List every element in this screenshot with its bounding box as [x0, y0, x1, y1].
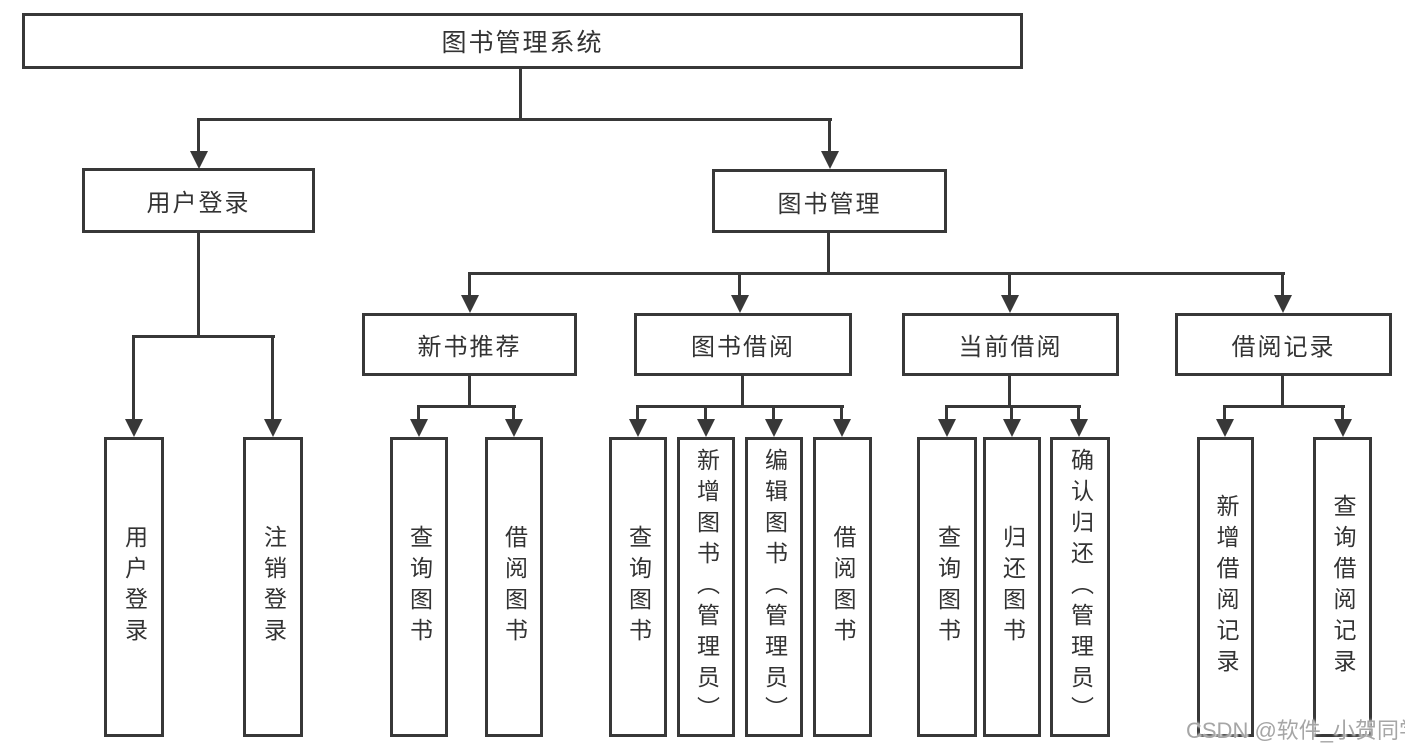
leaf-borrow-books-recommend-label: 借阅图书: [501, 525, 528, 649]
connector-new-book-recommendation-trunk: [468, 376, 471, 407]
leaf-confirm-return-admin-label: 确认归还（管理员）: [1067, 447, 1094, 727]
arrowhead-edit-books-admin-icon: [765, 419, 783, 437]
arrowhead-new-book-recommendation-icon: [461, 295, 479, 313]
leaf-borrow-books-recommend: 借阅图书: [485, 437, 543, 737]
arrowhead-logout-action-icon: [264, 419, 282, 437]
node-borrowing-records: 借阅记录: [1175, 313, 1392, 376]
connector-level3-bar: [468, 272, 1285, 275]
leaf-add-borrowing-record-label: 新增借阅记录: [1213, 494, 1239, 680]
connector-to-query-borrowing-record: [1341, 405, 1344, 419]
arrowhead-current-borrowing-icon: [1001, 295, 1019, 313]
connector-book-management-trunk: [827, 233, 830, 274]
node-current-borrowing-label: 当前借阅: [958, 334, 1063, 361]
node-user-login-label: 用户登录: [146, 190, 251, 217]
connector-to-confirm-return-admin: [1077, 405, 1080, 419]
node-user-login: 用户登录: [82, 168, 315, 233]
arrowhead-add-books-admin-icon: [697, 419, 715, 437]
leaf-query-books-recommend: 查询图书: [390, 437, 448, 737]
arrowhead-query-books-current-icon: [938, 419, 956, 437]
leaf-query-borrowing-record: 查询借阅记录: [1313, 437, 1372, 737]
connector-to-book-borrowing: [738, 272, 741, 295]
connector-to-new-book-recommendation: [468, 272, 471, 295]
connector-borrowing-records-bar: [1223, 405, 1345, 408]
connector-root-trunk: [519, 69, 522, 120]
arrowhead-add-borrowing-record-icon: [1216, 419, 1234, 437]
leaf-user-login-action: 用户登录: [104, 437, 164, 737]
node-current-borrowing: 当前借阅: [902, 313, 1119, 376]
leaf-edit-books-admin: 编辑图书（管理员）: [745, 437, 803, 737]
connector-to-user-login: [197, 118, 200, 151]
connector-to-borrowing-records: [1281, 272, 1284, 295]
arrowhead-borrowing-records-icon: [1274, 295, 1292, 313]
node-borrowing-records-label: 借阅记录: [1231, 334, 1336, 361]
node-book-borrowing-label: 图书借阅: [691, 334, 795, 361]
arrowhead-book-borrowing-icon: [731, 295, 749, 313]
leaf-borrow-books-borrowing-label: 借阅图书: [830, 525, 856, 649]
node-library-management-system: 图书管理系统: [22, 13, 1023, 69]
leaf-edit-books-admin-label: 编辑图书（管理员）: [761, 447, 788, 727]
node-book-management: 图书管理: [712, 169, 947, 233]
node-library-management-system-label: 图书管理系统: [441, 29, 604, 57]
arrowhead-confirm-return-admin-icon: [1070, 419, 1088, 437]
leaf-add-borrowing-record: 新增借阅记录: [1197, 437, 1254, 737]
arrowhead-borrow-books-borrowing-icon: [833, 419, 851, 437]
connector-to-borrow-books-borrowing: [840, 405, 843, 419]
leaf-borrow-books-borrowing: 借阅图书: [813, 437, 872, 737]
connector-book-borrowing-trunk: [741, 376, 744, 407]
connector-user-login-trunk: [197, 233, 200, 337]
connector-to-query-books-borrowing: [636, 405, 639, 419]
csdn-watermark: CSDN @软件_小贺同学: [1186, 718, 1405, 743]
leaf-return-books: 归还图书: [983, 437, 1041, 737]
connector-to-book-management: [828, 118, 831, 151]
connector-to-edit-books-admin: [772, 405, 775, 419]
arrowhead-query-books-recommend-icon: [410, 419, 428, 437]
node-book-borrowing: 图书借阅: [634, 313, 852, 376]
connector-current-borrowing-trunk: [1008, 376, 1011, 407]
connector-new-book-recommendation-bar: [417, 405, 516, 408]
leaf-confirm-return-admin: 确认归还（管理员）: [1050, 437, 1110, 737]
leaf-add-books-admin: 新增图书（管理员）: [677, 437, 735, 737]
connector-to-current-borrowing: [1008, 272, 1011, 295]
arrowhead-book-management-icon: [821, 151, 839, 169]
connector-to-logout-action: [271, 335, 274, 419]
node-new-book-recommendation: 新书推荐: [362, 313, 577, 376]
connector-to-borrow-books-recommend: [512, 405, 515, 419]
connector-to-add-books-admin: [704, 405, 707, 419]
connector-to-query-books-recommend: [417, 405, 420, 419]
connector-to-return-books: [1010, 405, 1013, 419]
connector-to-user-login-action: [132, 335, 135, 419]
leaf-add-books-admin-label: 新增图书（管理员）: [693, 447, 720, 727]
leaf-logout-action-label: 注销登录: [260, 525, 287, 649]
leaf-query-books-current: 查询图书: [917, 437, 977, 737]
connector-to-query-books-current: [945, 405, 948, 419]
connector-book-borrowing-bar: [636, 405, 844, 408]
arrowhead-query-borrowing-record-icon: [1334, 419, 1352, 437]
arrowhead-query-books-borrowing-icon: [629, 419, 647, 437]
leaf-query-books-borrowing: 查询图书: [609, 437, 667, 737]
connector-borrowing-records-trunk: [1281, 376, 1284, 407]
leaf-user-login-action-label: 用户登录: [121, 525, 148, 649]
arrowhead-user-login-icon: [190, 151, 208, 169]
arrowhead-borrow-books-recommend-icon: [505, 419, 523, 437]
node-book-management-label: 图书管理: [777, 190, 882, 218]
leaf-logout-action: 注销登录: [243, 437, 303, 737]
leaf-query-borrowing-record-label: 查询借阅记录: [1330, 494, 1356, 680]
leaf-return-books-label: 归还图书: [999, 525, 1026, 649]
leaf-query-books-borrowing-label: 查询图书: [625, 525, 652, 649]
connector-to-add-borrowing-record: [1223, 405, 1226, 419]
arrowhead-return-books-icon: [1003, 419, 1021, 437]
leaf-query-books-recommend-label: 查询图书: [406, 525, 433, 649]
arrowhead-user-login-action-icon: [125, 419, 143, 437]
node-new-book-recommendation-label: 新书推荐: [417, 334, 522, 361]
connector-user-login-bar: [132, 335, 275, 338]
connector-current-borrowing-bar: [945, 405, 1081, 408]
connector-level2-bar: [198, 118, 832, 121]
leaf-query-books-current-label: 查询图书: [934, 525, 961, 649]
